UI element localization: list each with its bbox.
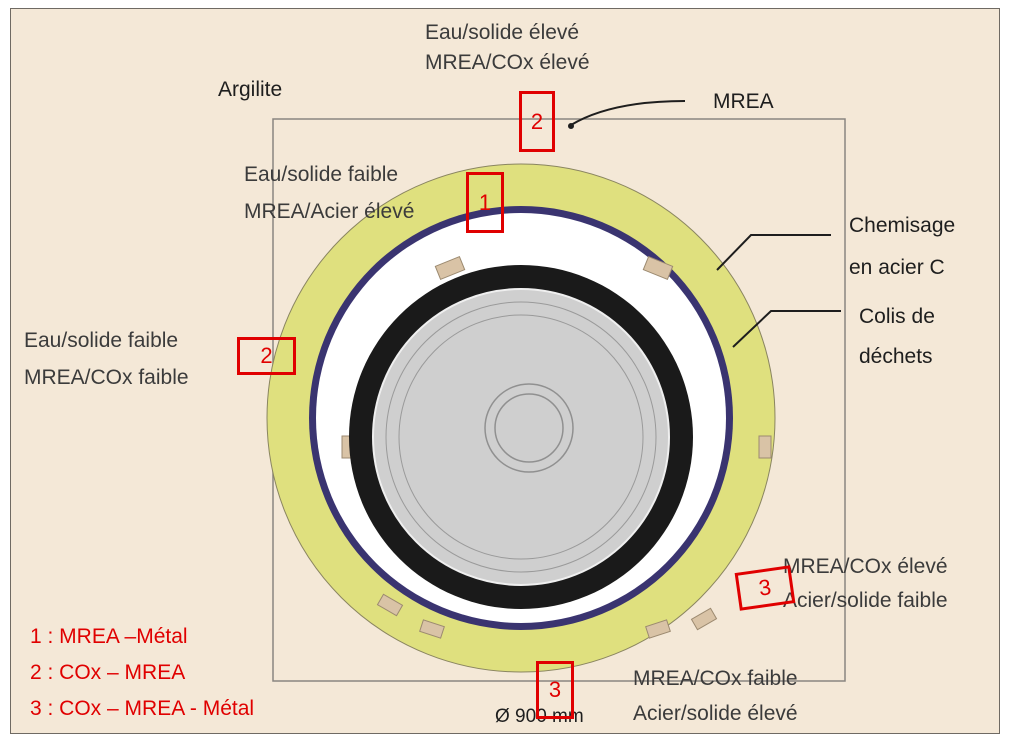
- spacer-top-right: [642, 255, 674, 281]
- top-annotation-line-1: Eau/solide élevé: [425, 21, 580, 44]
- spacer-bottom-2: [419, 619, 445, 639]
- marker-inner-top: 1: [466, 172, 504, 233]
- leader-mrea: [570, 100, 686, 126]
- right-lower-annotation-line-2: Acier/solide faible: [783, 589, 948, 612]
- waste-package-core-outer: [484, 383, 574, 473]
- marker-bottom: 3: [536, 661, 574, 719]
- waste-package-ring-1: [385, 301, 657, 573]
- waste-package-body: [372, 288, 670, 586]
- diagram-frame: Argilite MREA Eau/solide élevé MREA/COx …: [10, 8, 1000, 734]
- argilite-label: Argilite: [218, 78, 283, 101]
- marker-left: 2: [237, 337, 296, 375]
- spacer-top-left: [434, 255, 466, 281]
- spacer-bottom-4: [690, 607, 718, 631]
- cross-section-diagram: [266, 100, 846, 682]
- legend-item-2: 2 : COx – MREA: [30, 661, 186, 684]
- bottom-annotation-line-2: Acier/solide élevé: [633, 702, 798, 725]
- leader-lines: [568, 100, 841, 348]
- spacer-bottom-3: [645, 619, 671, 639]
- colis-label-line-1: Colis de: [859, 305, 935, 328]
- legend-item-1: 1 : MREA –Métal: [30, 625, 188, 648]
- marker-top: 2: [519, 91, 555, 152]
- legend-item-3: 3 : COx – MREA - Métal: [30, 697, 255, 720]
- left-annotation-line-1: Eau/solide faible: [24, 329, 179, 352]
- chemisage-label-line-1: Chemisage: [849, 214, 956, 237]
- leader-colis: [732, 310, 841, 348]
- marker-right-lower: 3: [734, 565, 796, 611]
- waste-package-core-inner: [494, 393, 564, 463]
- spacer-right: [758, 435, 772, 459]
- mrea-label: MREA: [713, 90, 774, 113]
- waste-package-ring-2: [398, 314, 644, 560]
- spacer-bottom-1: [376, 593, 404, 617]
- colis-label-line-2: déchets: [859, 345, 933, 368]
- right-lower-annotation-line-1: MREA/COx élevé: [783, 555, 948, 578]
- leader-mrea-dot: [568, 123, 574, 129]
- chemisage-label-line-2: en acier C: [849, 256, 945, 279]
- leader-chemisage: [716, 234, 831, 271]
- top-annotation-line-2: MREA/COx élevé: [425, 51, 590, 74]
- left-annotation-line-2: MREA/COx faible: [24, 366, 189, 389]
- bottom-annotation-line-1: MREA/COx faible: [633, 667, 798, 690]
- inner-top-annotation-line-1: Eau/solide faible: [244, 163, 399, 186]
- inner-top-annotation-line-2: MREA/Acier élevé: [244, 200, 415, 223]
